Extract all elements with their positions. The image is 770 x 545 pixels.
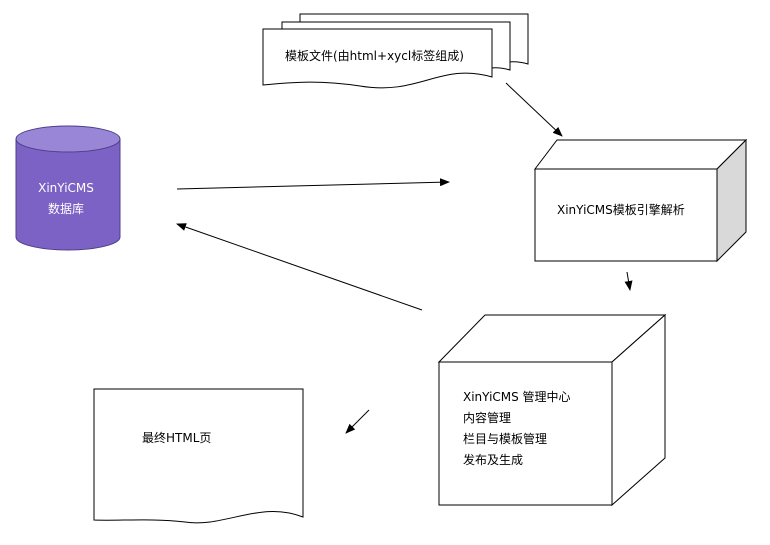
database-cylinder: XinYiCMS 数据库	[15, 125, 121, 251]
engine-label: XinYiCMS模板引擎解析	[557, 202, 685, 217]
database-label-line2: 数据库	[48, 201, 84, 216]
engine-cube: XinYiCMS模板引擎解析	[533, 138, 748, 263]
database-label-line1: XinYiCMS	[38, 181, 94, 195]
admin-cube: XinYiCMS 管理中心 内容管理 栏目与模板管理 发布及生成	[437, 313, 667, 507]
database-body	[15, 138, 121, 251]
admin-line-2: 栏目与模板管理	[463, 431, 547, 446]
admin-line-0: XinYiCMS 管理中心	[463, 389, 571, 404]
arrow-admin-to-output	[345, 409, 370, 434]
engine-cube-top	[533, 139, 748, 170]
arrow-admin-to-database	[176, 223, 423, 311]
output-doc-label: 最终HTML页	[142, 430, 211, 445]
template-doc-front	[262, 28, 493, 89]
arrow-engine-to-admin	[624, 271, 633, 291]
arrow-template-to-engine	[505, 82, 563, 137]
admin-cube-front	[438, 361, 613, 506]
admin-line-1: 内容管理	[463, 410, 511, 425]
output-document: 最终HTML页	[93, 388, 304, 524]
template-documents: 模板文件(由html+xycl标签组成)	[262, 13, 529, 89]
output-doc-shape	[93, 388, 304, 524]
template-doc-label: 模板文件(由html+xycl标签组成)	[285, 48, 464, 63]
admin-line-3: 发布及生成	[463, 452, 523, 467]
engine-cube-front	[534, 168, 718, 262]
database-top	[15, 125, 121, 153]
arrow-database-to-engine	[176, 178, 450, 190]
